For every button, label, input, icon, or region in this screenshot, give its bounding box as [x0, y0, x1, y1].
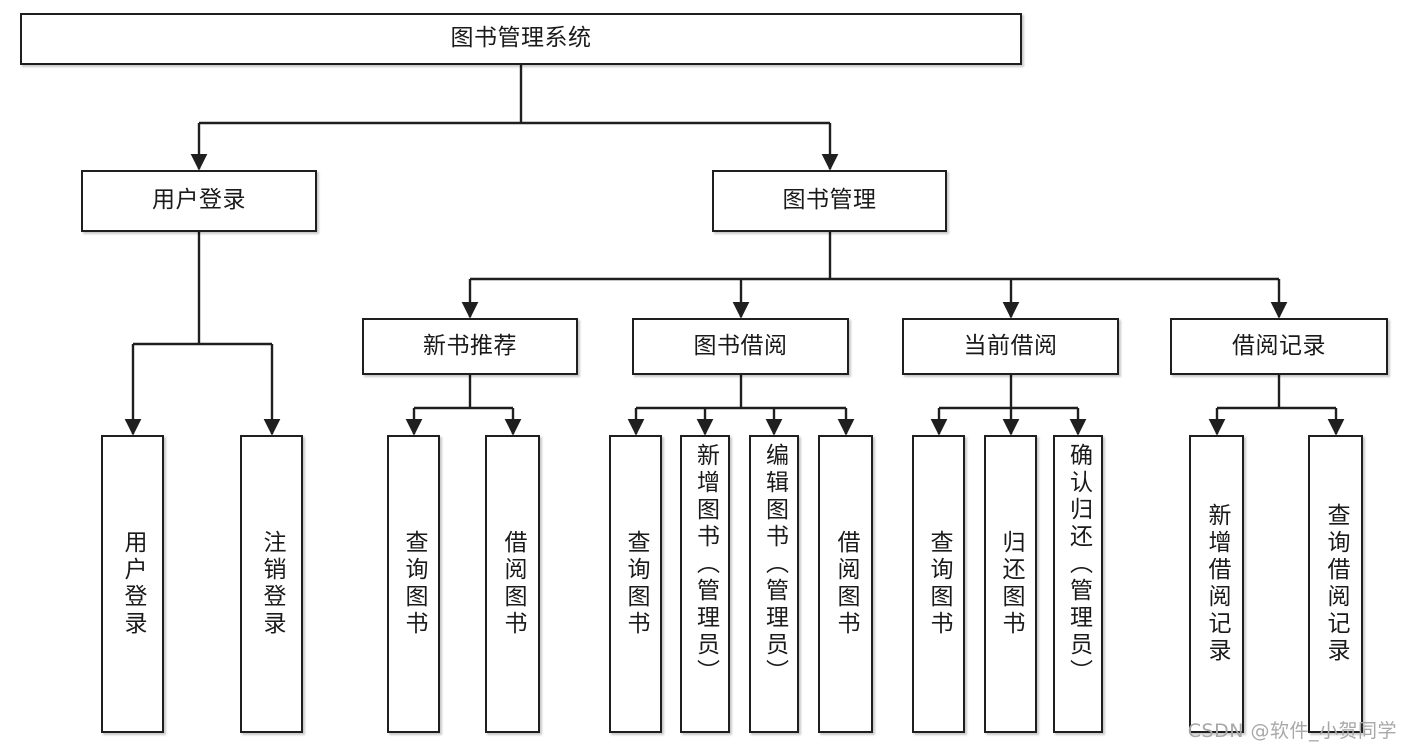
node-leaf-edit-book-admin[interactable]: 编辑图书（管理员）: [749, 435, 799, 733]
node-root-label: 图书管理系统: [450, 25, 592, 52]
node-leaf-confirm-return-admin-label: 确认归还（管理员）: [1065, 443, 1092, 686]
node-book-borrow-label: 图书借阅: [693, 332, 788, 359]
node-book-manage-label: 图书管理: [782, 187, 877, 214]
node-current-borrow-label: 当前借阅: [963, 332, 1058, 359]
node-root[interactable]: 图书管理系统: [20, 13, 1022, 65]
node-borrow-record[interactable]: 借阅记录: [1170, 318, 1388, 375]
node-new-book-rec-label: 新书推荐: [423, 332, 517, 359]
node-new-book-rec[interactable]: 新书推荐: [362, 318, 578, 375]
node-leaf-add-book-admin[interactable]: 新增图书（管理员）: [680, 435, 730, 733]
node-leaf-borrow-book-rec-label: 借阅图书: [500, 530, 526, 638]
node-book-manage[interactable]: 图书管理: [712, 170, 947, 232]
node-leaf-logout-label: 注销登录: [259, 530, 285, 638]
node-book-borrow[interactable]: 图书借阅: [632, 318, 849, 375]
node-leaf-query-book-cur[interactable]: 查询图书: [912, 435, 965, 733]
node-leaf-confirm-return-admin[interactable]: 确认归还（管理员）: [1053, 435, 1103, 733]
node-current-borrow[interactable]: 当前借阅: [902, 318, 1119, 375]
node-leaf-query-borrow-record-label: 查询借阅记录: [1323, 503, 1349, 665]
node-leaf-query-book-borrow-label: 查询图书: [623, 530, 649, 638]
node-leaf-user-login[interactable]: 用户登录: [101, 435, 164, 733]
node-borrow-record-label: 借阅记录: [1232, 332, 1326, 359]
node-leaf-user-login-label: 用户登录: [120, 530, 146, 638]
node-leaf-query-book-rec[interactable]: 查询图书: [387, 435, 440, 733]
node-leaf-borrow-book-rec[interactable]: 借阅图书: [485, 435, 540, 733]
node-leaf-return-book-label: 归还图书: [998, 530, 1024, 638]
node-leaf-return-book[interactable]: 归还图书: [984, 435, 1037, 733]
node-leaf-query-book-cur-label: 查询图书: [926, 530, 952, 638]
node-leaf-add-borrow-record[interactable]: 新增借阅记录: [1189, 435, 1244, 733]
node-leaf-query-borrow-record[interactable]: 查询借阅记录: [1308, 435, 1363, 733]
node-leaf-add-book-admin-label: 新增图书（管理员）: [692, 443, 719, 686]
node-leaf-logout[interactable]: 注销登录: [240, 435, 303, 733]
node-leaf-query-book-borrow[interactable]: 查询图书: [609, 435, 662, 733]
node-leaf-borrow-book[interactable]: 借阅图书: [818, 435, 873, 733]
node-leaf-edit-book-admin-label: 编辑图书（管理员）: [761, 443, 788, 686]
node-leaf-query-book-rec-label: 查询图书: [401, 530, 427, 638]
node-leaf-add-borrow-record-label: 新增借阅记录: [1204, 503, 1230, 665]
node-user-login-label: 用户登录: [152, 187, 246, 214]
node-leaf-borrow-book-label: 借阅图书: [833, 530, 859, 638]
csdn-watermark: CSDN @软件_小贺同学: [1187, 720, 1397, 742]
node-user-login[interactable]: 用户登录: [81, 170, 317, 232]
